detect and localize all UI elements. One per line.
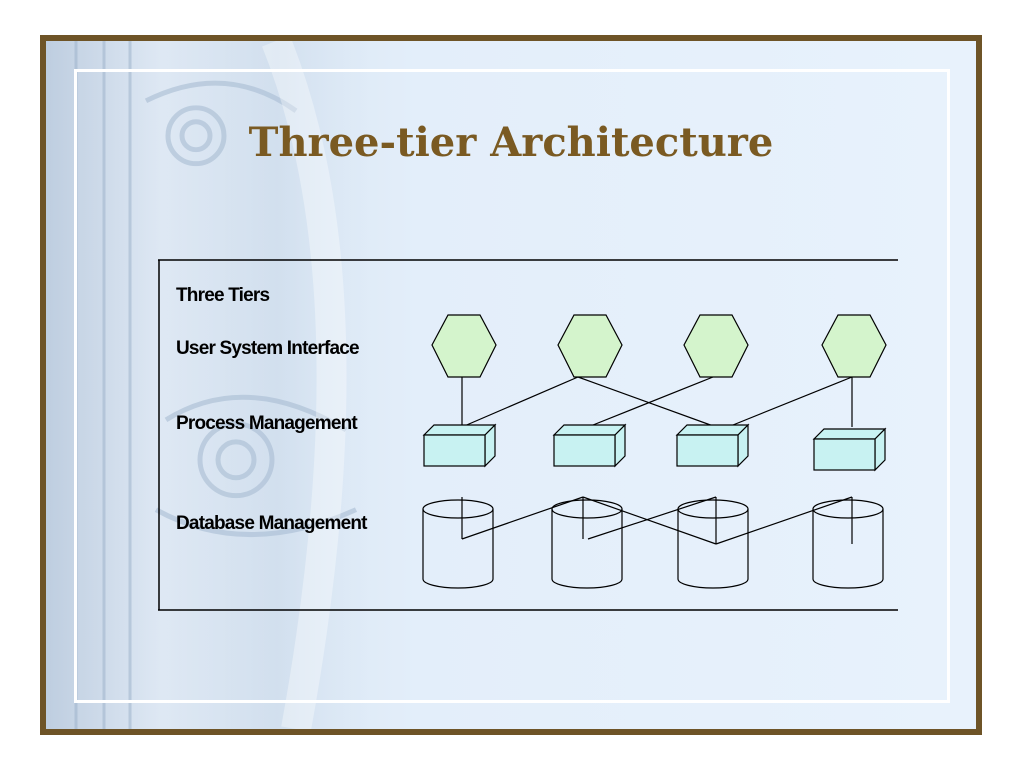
slide-title: Three-tier Architecture [248,119,774,166]
process-box-icon [422,423,497,468]
process-box-icon [552,423,627,468]
hexagon-icon [431,314,497,378]
database-cylinder-icon [677,499,749,589]
column-decoration [46,41,376,729]
database-cylinder-icon [422,499,494,589]
database-cylinder-icon [812,499,884,589]
hexagon-icon [821,314,887,378]
tier-label-process-management: Process Management [176,413,358,434]
hexagon-icon [557,314,623,378]
connector-lines [461,376,853,545]
tier-label-user-interface: User System Interface [176,338,359,359]
slide-frame: Three-tier Architecture Three Tiers User… [40,35,982,735]
process-box-icon [675,423,750,468]
tier-label-database-management: Database Management [176,513,368,534]
three-tier-diagram: Three Tiers User System Interface Proces… [158,259,898,611]
diagram-heading: Three Tiers [176,285,270,306]
process-box-icon [812,427,887,472]
database-cylinder-icon [551,499,623,589]
hexagon-icon [683,314,749,378]
